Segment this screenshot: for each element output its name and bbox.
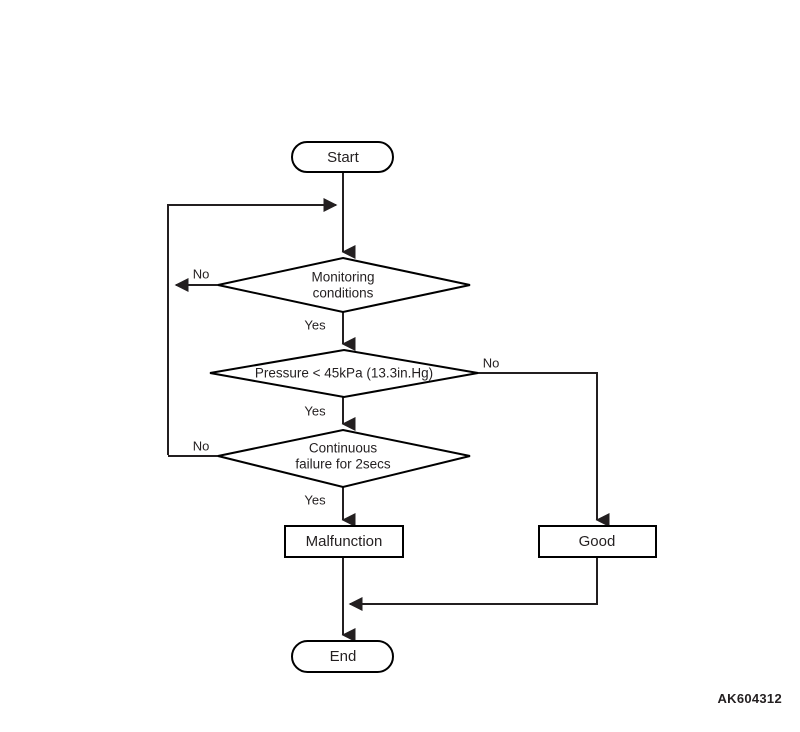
- branch-label-monitoring-no: No: [193, 266, 210, 281]
- node-decision-continuous-label-line1: Continuous: [309, 441, 378, 456]
- node-malfunction-label: Malfunction: [306, 533, 383, 550]
- node-decision-continuous-label-line2: failure for 2secs: [295, 457, 391, 472]
- branch-label-pressure-yes: Yes: [304, 403, 326, 418]
- node-good-label: Good: [579, 533, 616, 550]
- node-start-label: Start: [327, 149, 360, 166]
- node-malfunction[interactable]: [284, 525, 404, 558]
- node-end[interactable]: [291, 640, 394, 673]
- branch-label-pressure-no: No: [483, 355, 500, 370]
- connector-feedback-loop-rail: [167, 198, 338, 455]
- node-decision-pressure[interactable]: [209, 348, 479, 399]
- branch-label-continuous-yes: Yes: [304, 492, 326, 507]
- node-end-label: End: [330, 648, 357, 665]
- figure-code-label: AK604312: [717, 691, 782, 706]
- node-start[interactable]: [291, 141, 394, 173]
- connector-pressure-no: [478, 372, 610, 527]
- connector-good-to-end: [348, 556, 598, 611]
- node-decision-continuous[interactable]: [217, 428, 471, 489]
- node-decision-pressure-label: Pressure < 45kPa (13.3in.Hg): [255, 366, 433, 381]
- node-good[interactable]: [538, 525, 657, 558]
- node-decision-monitoring-label-line2: conditions: [313, 286, 374, 301]
- branch-label-continuous-no: No: [193, 438, 210, 453]
- branch-label-monitoring-yes: Yes: [304, 317, 326, 332]
- node-decision-monitoring[interactable]: [217, 256, 471, 314]
- node-decision-monitoring-label-line1: Monitoring: [311, 270, 374, 285]
